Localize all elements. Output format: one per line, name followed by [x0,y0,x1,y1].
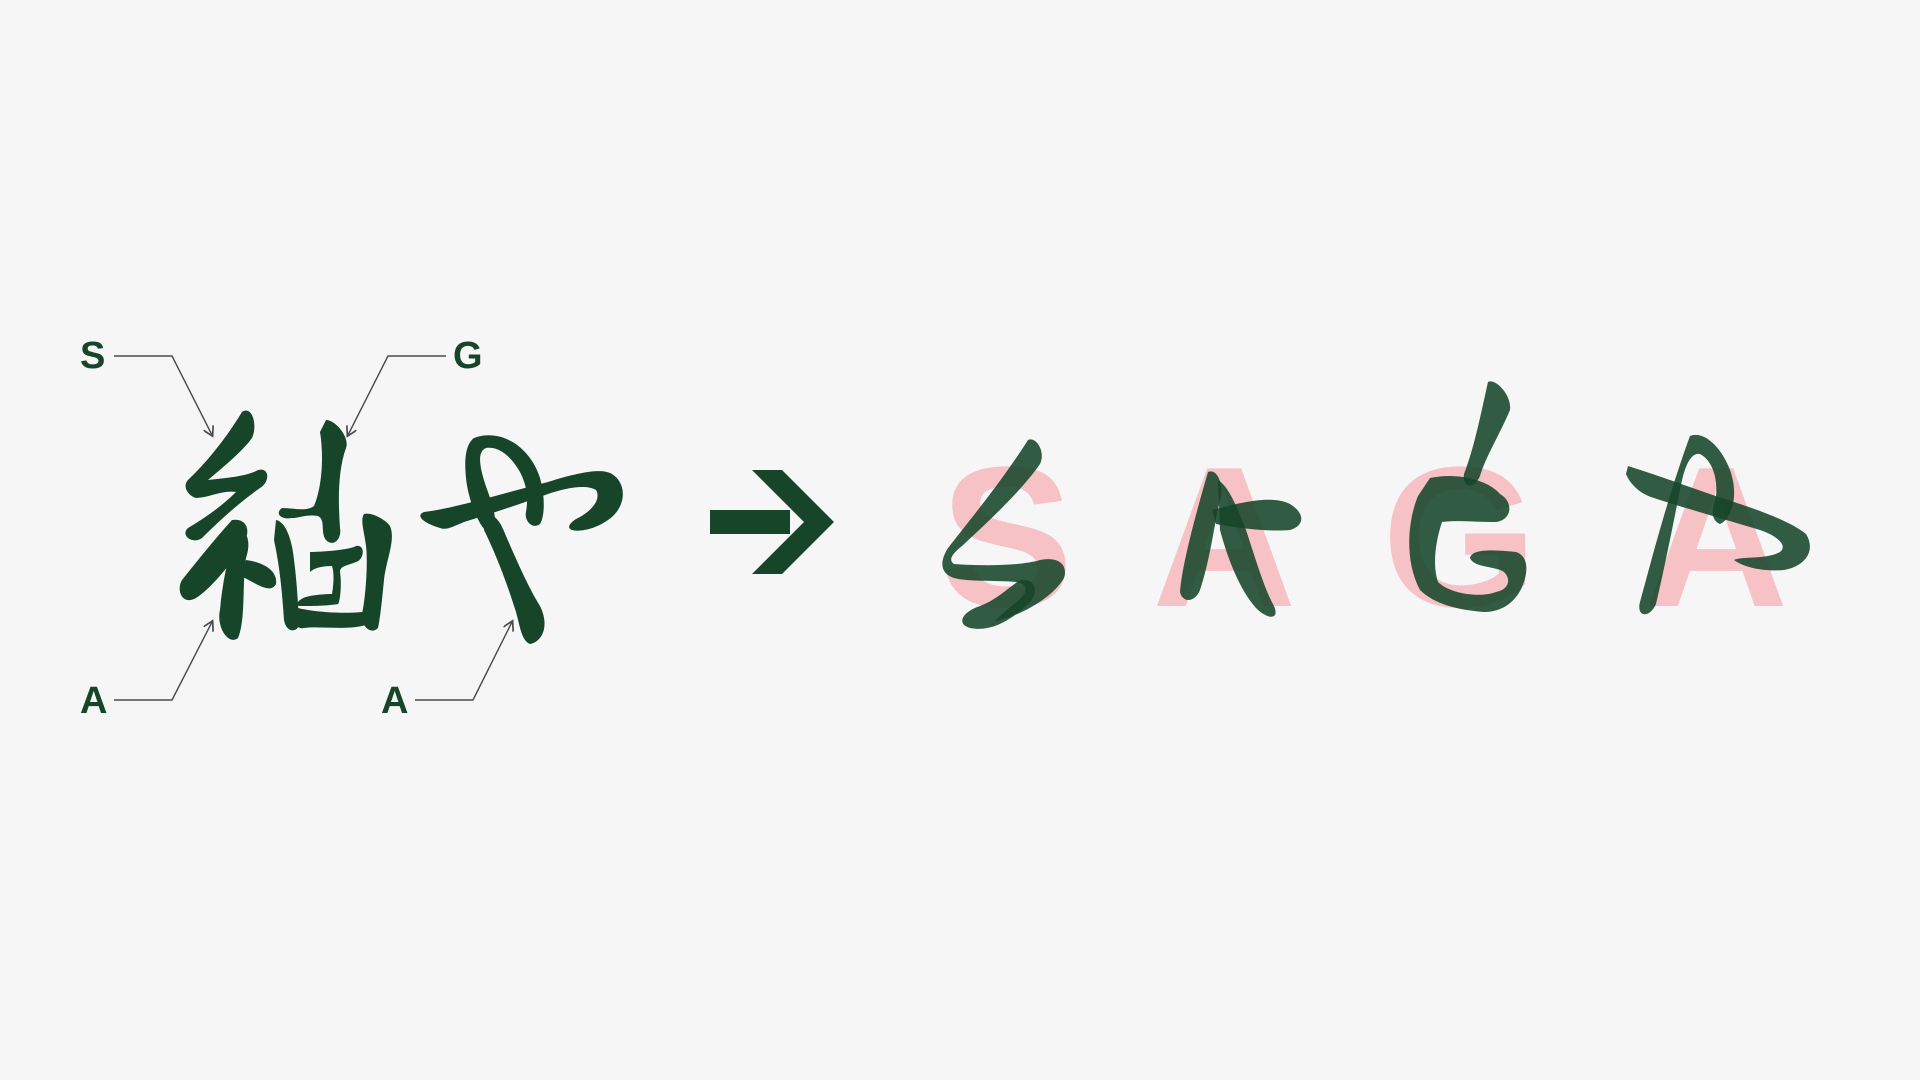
leader-line-a-right [415,622,512,701]
leader-line-s [114,355,212,435]
latin-letter-g: G [1382,426,1538,649]
callout-label-a-left: A [80,680,108,722]
callout-label-s: S [80,335,106,377]
callout-label-a-right: A [381,680,409,722]
leader-lines [114,355,512,701]
arrow-right-icon [710,470,834,574]
brush-letterforms [942,381,1810,629]
callout-label-g: G [453,335,483,377]
leader-line-a-left [114,622,212,701]
kana-glyph-sa [179,410,392,640]
leader-line-g [348,355,446,435]
kana-glyph-ya [420,435,623,644]
